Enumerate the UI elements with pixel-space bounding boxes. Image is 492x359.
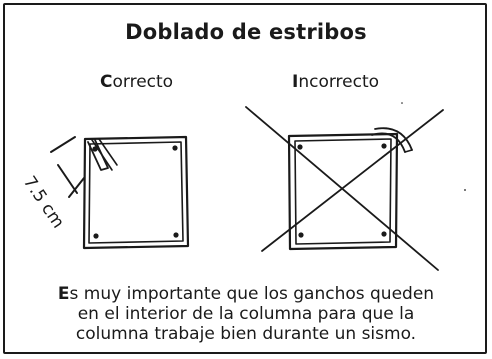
incorrect-stirrup-inner-loop [294, 138, 392, 245]
correct-label-rest: orrecto [112, 72, 174, 92]
diagram-title: Doblado de estribos [125, 20, 367, 44]
incorrect-bar-bottom-right [381, 231, 387, 237]
correct-stirrup [82, 135, 190, 250]
caption-initial: E [57, 284, 70, 304]
correct-stirrup-outer-loop [82, 135, 190, 250]
incorrect-label-rest: ncorrecto [298, 72, 380, 92]
caption: Es muy importante que los ganchos queden… [0, 284, 492, 344]
correct-bar-top-right [172, 145, 178, 151]
correct-bar-bottom-left [93, 233, 99, 239]
caption-line-1: Es muy importante que los ganchos queden [0, 284, 492, 304]
incorrect-label: Incorrecto [292, 72, 379, 92]
correct-label-initial: C [100, 72, 113, 92]
incorrect-stirrup-hook [371, 127, 413, 153]
correct-stirrup-inner-loop [88, 141, 184, 244]
outer-frame [3, 3, 487, 354]
sketch-specks [401, 102, 466, 191]
incorrect-bar-top-right [381, 143, 387, 149]
correct-bar-bottom-right [173, 232, 179, 238]
incorrect-bar-bottom-left [298, 232, 304, 238]
correct-bar-top-left [92, 146, 98, 152]
caption-line-3: columna trabaje bien durante un sismo. [75, 324, 417, 344]
dimension-label: 7.5 cm [19, 173, 68, 233]
cross-out-mark [245, 106, 444, 271]
dimension-marker [50, 136, 85, 198]
caption-line-2: en el interior de la columna para que la [77, 304, 415, 324]
incorrect-stirrup [287, 127, 413, 251]
incorrect-stirrup-outer-loop [287, 132, 399, 251]
incorrect-bar-top-left [297, 144, 303, 150]
caption-line-1-text: s muy importante que los ganchos queden [69, 284, 435, 304]
correct-label: Correcto [100, 72, 173, 92]
incorrect-label-initial: I [292, 72, 299, 92]
